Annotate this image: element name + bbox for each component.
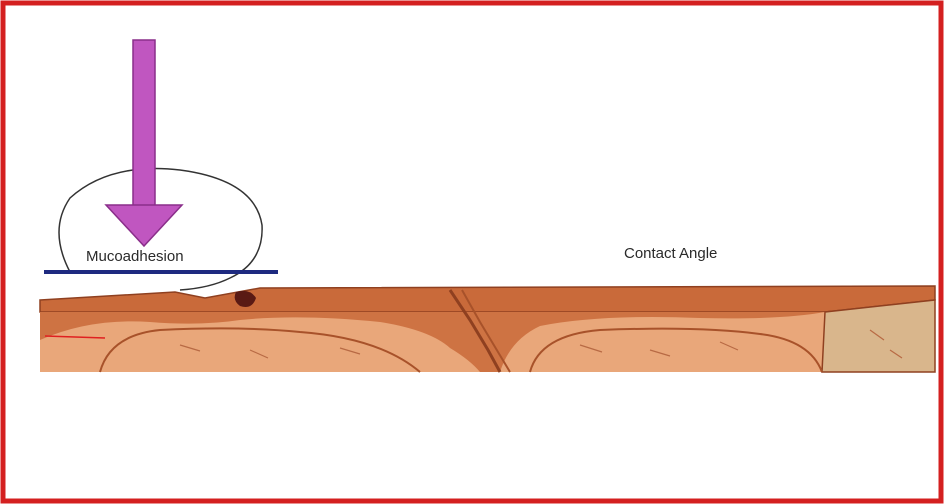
down-arrow-shaft — [133, 40, 155, 212]
tissue-slab — [40, 286, 935, 372]
mucoadhesion-label: Mucoadhesion — [86, 249, 184, 264]
contact-angle-label: Contact Angle — [624, 246, 717, 261]
